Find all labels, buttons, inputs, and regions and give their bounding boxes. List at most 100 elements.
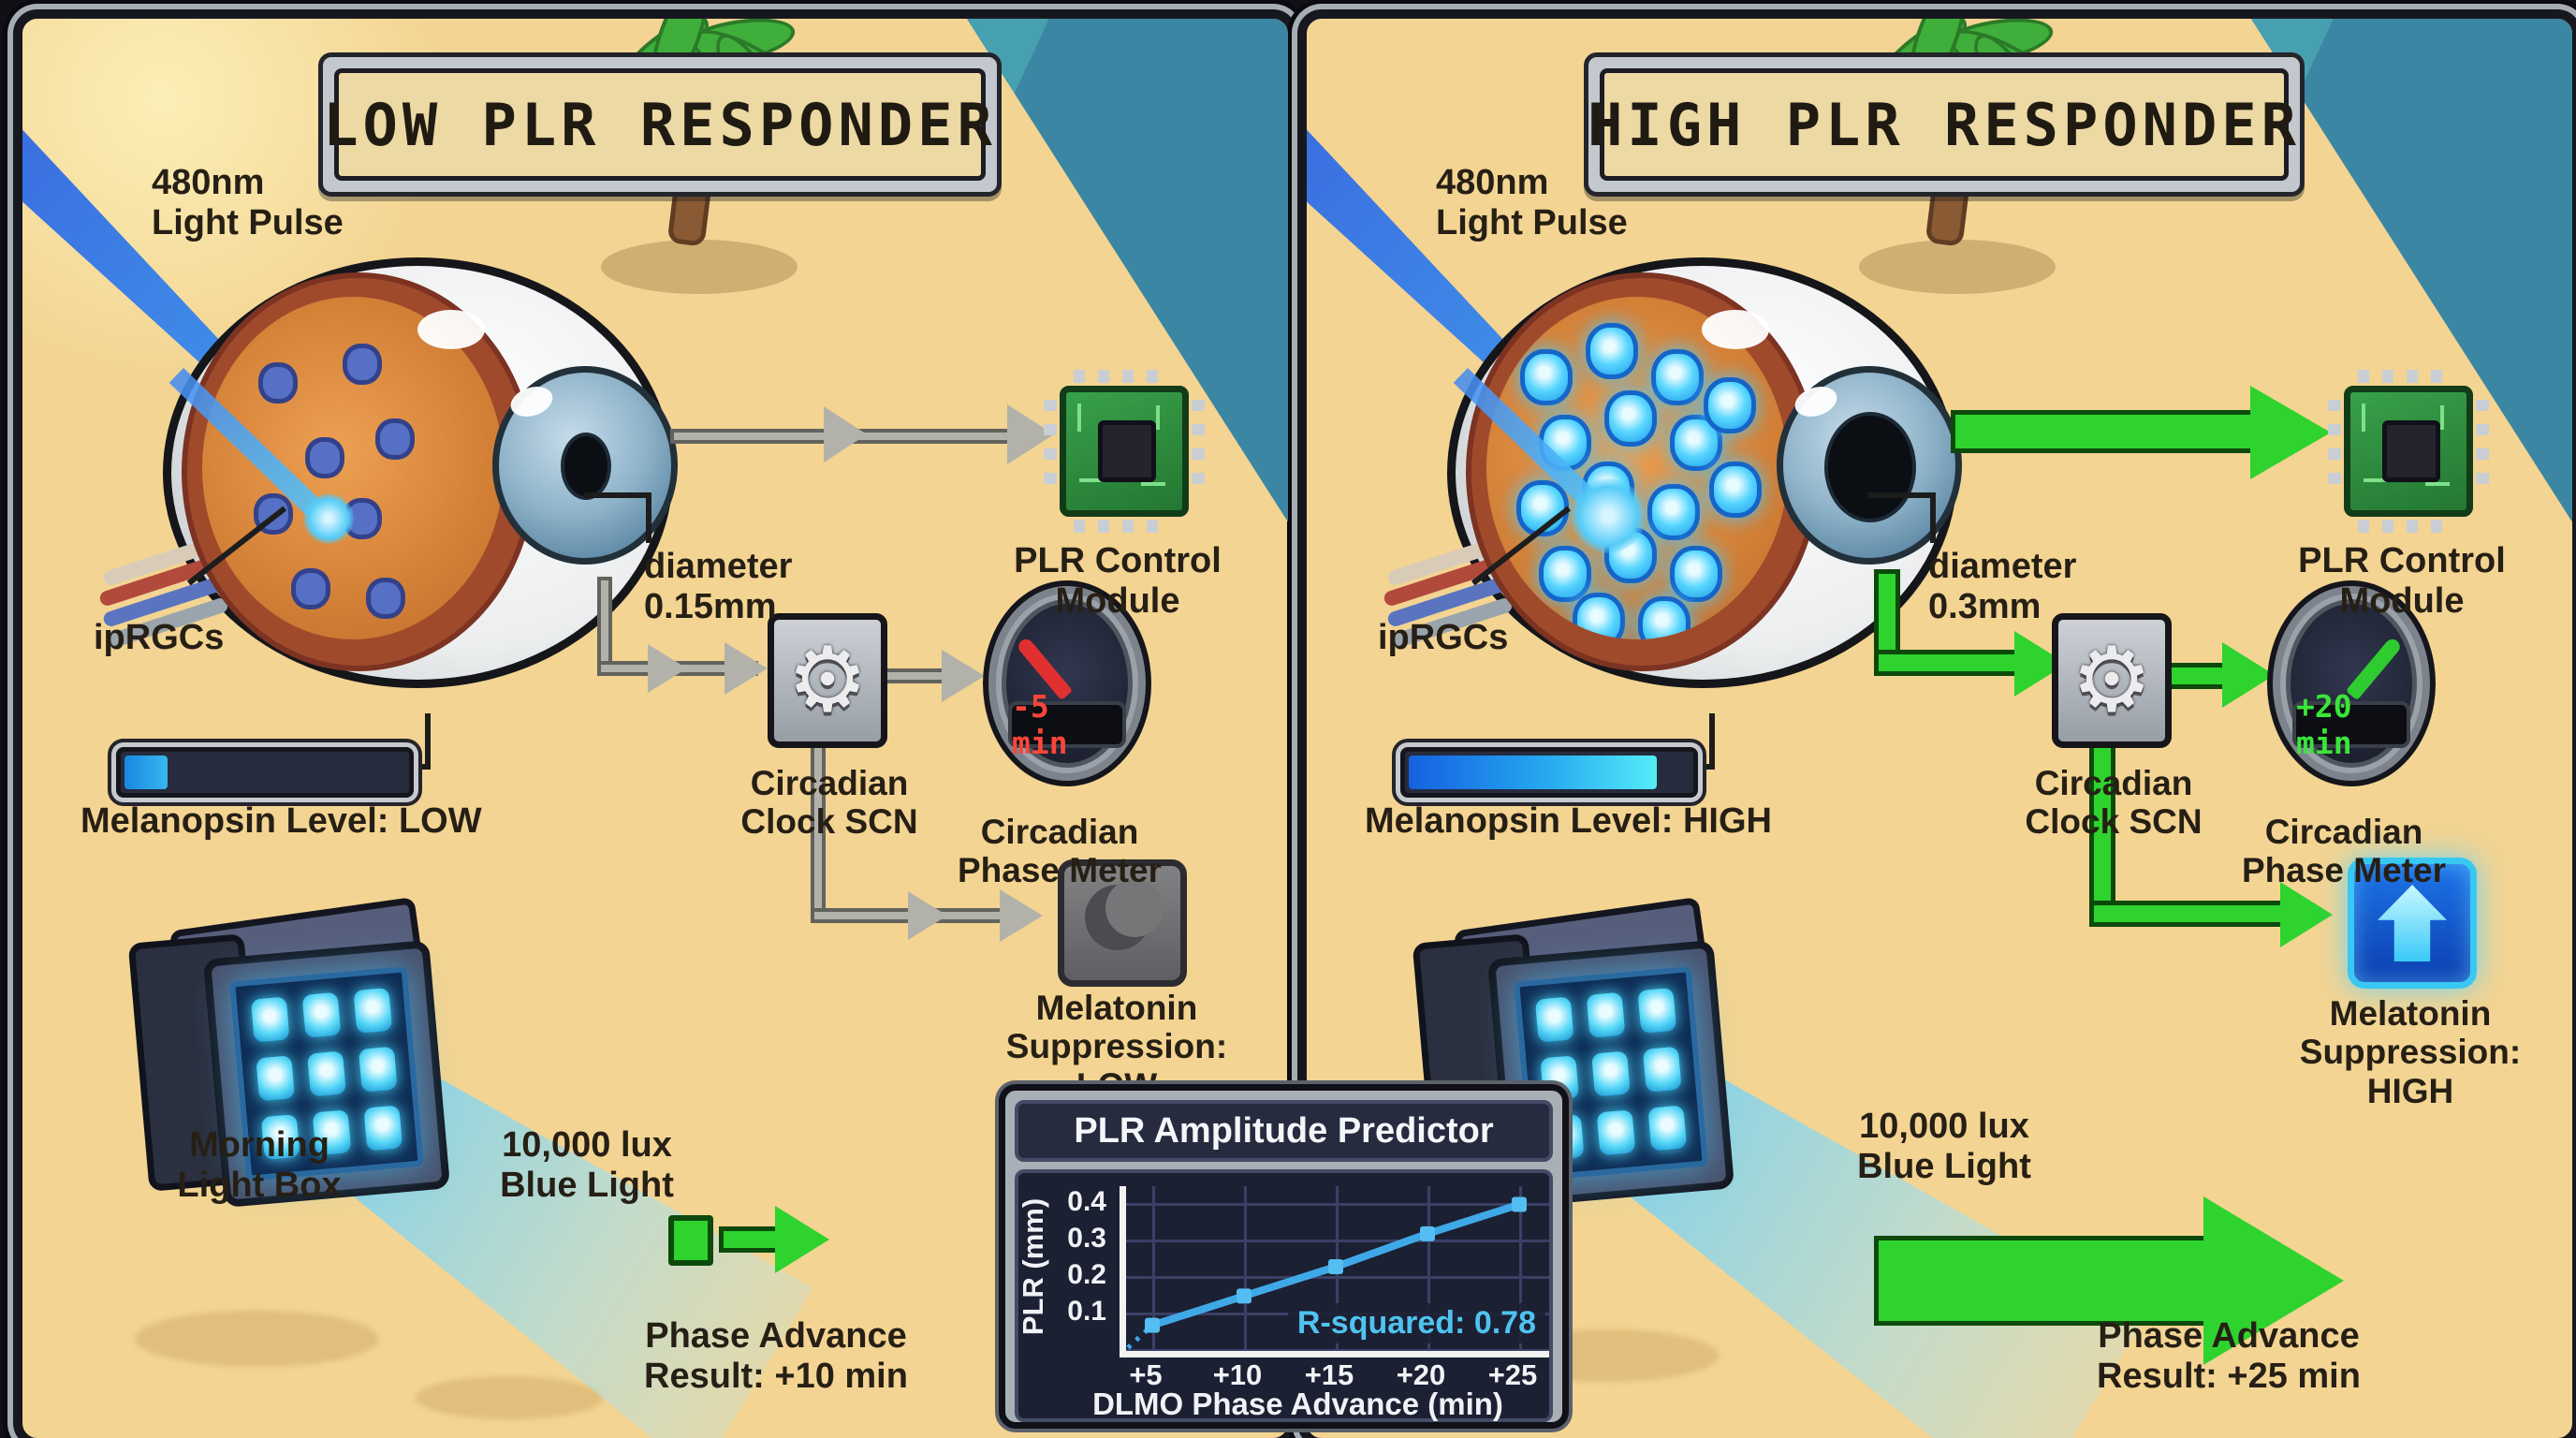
arrow-eye-to-module [22, 19, 1288, 1438]
laser-impact-glow [1571, 478, 1646, 553]
y-tick: 0.3 [1067, 1222, 1106, 1254]
chart-x-axis-label: DLMO Phase Advance (min) [1092, 1387, 1503, 1421]
x-tick: +10 [1212, 1358, 1263, 1391]
retina [202, 297, 504, 639]
arrow-eye-to-module [1307, 19, 2572, 1438]
up-arrow-icon [2348, 858, 2477, 989]
y-tick: 0.2 [1067, 1258, 1106, 1290]
iprgc-cell [1520, 349, 1573, 405]
arrow-scn-to-melatonin [1307, 19, 2572, 1438]
x-tick: +15 [1304, 1358, 1354, 1391]
x-tick: +5 [1129, 1358, 1163, 1391]
iprgc-cell [343, 344, 382, 385]
palm-tree-icon [1831, 19, 2066, 301]
iris [1777, 366, 1962, 565]
gauge-face: -5 min [1002, 599, 1133, 768]
gear-icon: ⚙ [768, 613, 887, 748]
pupil [1824, 412, 1916, 522]
palm-tree-icon [573, 19, 808, 301]
chart-y-axis-label: PLR (mm) [1017, 1197, 1050, 1336]
moon-icon [1058, 859, 1187, 987]
chip-icon [1044, 370, 1205, 533]
iprgc-cell [291, 568, 330, 609]
iprgc-cell [1651, 349, 1704, 405]
iprgc-cell [1638, 596, 1690, 639]
pupil [561, 433, 611, 500]
iprgcs-label: ipRGCs [1378, 618, 1509, 657]
chip-icon [2328, 370, 2489, 533]
result-arrow-square [668, 1215, 713, 1266]
eye-illustration [1382, 257, 1962, 688]
result-arrow [22, 19, 1288, 1438]
eye-illustration [97, 257, 678, 688]
gauge-icon: +20 min [2267, 580, 2436, 786]
chart-y-ticks: 0.4 0.3 0.2 0.1 [1052, 1184, 1112, 1349]
chart-title: PLR Amplitude Predictor [1015, 1100, 1553, 1162]
result-arrow [1307, 19, 2572, 1438]
iprgc-cell [366, 578, 405, 619]
panel-title: HIGH PLR RESPONDER [1588, 90, 2301, 159]
iprgc-cell [254, 493, 293, 535]
chip-die [2382, 420, 2440, 482]
arrow-eye-to-scn [22, 19, 1288, 1438]
melanopsin-bar [1400, 747, 1698, 798]
y-tick: 0.4 [1067, 1185, 1106, 1217]
retina [1486, 297, 1788, 639]
arrow-scn-to-melatonin [22, 19, 1288, 1438]
melanopsin-bar [116, 747, 414, 798]
iprgc-cell [1647, 484, 1700, 540]
x-tick: +25 [1487, 1358, 1538, 1391]
laser-impact-glow [303, 493, 354, 544]
chart-line-series [1126, 1196, 1527, 1350]
chart-body: PLR (mm) 0.4 0.3 0.2 0.1 R-squared: 0.78 +5… [1015, 1169, 1553, 1422]
iprgc-cell [1573, 593, 1625, 639]
iprgc-cell [1539, 546, 1591, 602]
iprgc-cell [305, 437, 344, 478]
iprgc-cell [1670, 415, 1722, 471]
iprgc-cell [1704, 377, 1756, 433]
melanopsin-label: Melanopsin Level: LOW [80, 801, 482, 841]
chart-x-ticks: +5 +10 +15 +20 +25 [1120, 1358, 1543, 1391]
chip-die [1098, 420, 1156, 482]
melanopsin-bar-fill [1409, 756, 1657, 789]
gauge-readout: -5 min [1008, 688, 1126, 761]
chart-plot-area: R-squared: 0.78 [1120, 1186, 1549, 1357]
x-tick: +20 [1396, 1358, 1446, 1391]
panel-title-banner: HIGH PLR RESPONDER [1584, 52, 2305, 197]
panel-title-banner: LOW PLR RESPONDER [318, 52, 1002, 197]
chart-annotation: R-squared: 0.78 [1287, 1303, 1545, 1343]
melanopsin-label: Melanopsin Level: HIGH [1365, 801, 1772, 841]
gauge-readout: +20 min [2292, 688, 2410, 761]
iprgc-cell [258, 362, 298, 404]
iprgc-cell [1586, 323, 1638, 379]
y-tick: 0.1 [1067, 1295, 1106, 1327]
arrow-scn-to-meter [22, 19, 1288, 1438]
melanopsin-bar-fill [124, 756, 168, 789]
iprgc-cell [1604, 390, 1657, 447]
arrow-eye-to-scn [1307, 19, 2572, 1438]
panel-title: LOW PLR RESPONDER [323, 90, 997, 159]
iprgcs-label: ipRGCs [94, 618, 225, 657]
iprgc-cell [375, 418, 415, 460]
arrow-scn-to-meter [1307, 19, 2572, 1438]
iprgc-cell [1709, 462, 1762, 518]
